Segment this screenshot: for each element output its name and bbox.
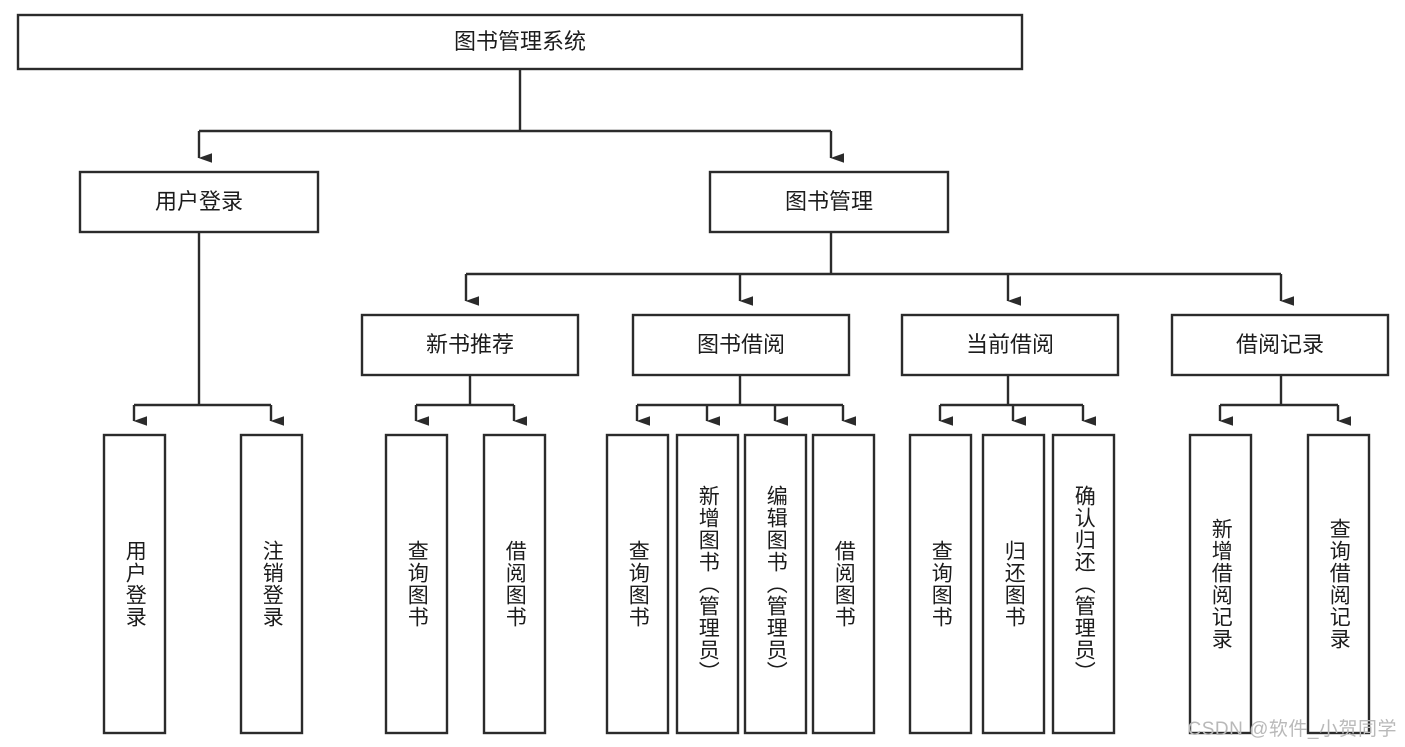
leaf-box-confirm-return-admin[interactable] (1051, 433, 1116, 735)
leaf-box-query-book-rec[interactable] (384, 433, 449, 735)
edges-newbook-to-leaves (414, 375, 527, 426)
leaf-box-query-book-borrow[interactable] (605, 433, 670, 735)
node-current-borrow-label: 当前借阅 (966, 332, 1054, 357)
node-current-borrow-box[interactable] (900, 313, 1120, 377)
node-borrow-record-label: 借阅记录 (1236, 332, 1324, 357)
node-borrow-record[interactable]: 借阅记录 (1170, 313, 1390, 377)
node-book-management-label: 图书管理 (785, 189, 873, 214)
node-root-box[interactable] (16, 13, 1024, 71)
leaf-boxes (102, 433, 1371, 735)
csdn-watermark: CSDN @软件_小贺同学 (1187, 719, 1397, 740)
node-root-system[interactable]: 图书管理系统 (16, 13, 1024, 71)
edges-borrowrecord-to-leaves (1218, 375, 1351, 426)
leaf-box-borrow-book-rec[interactable] (482, 433, 547, 735)
node-root-label: 图书管理系统 (454, 29, 586, 54)
node-new-book-recommend-box[interactable] (360, 313, 580, 377)
node-user-login[interactable]: 用户登录 (78, 170, 320, 234)
edges-root-to-level2 (197, 69, 844, 163)
leaf-box-borrow-book[interactable] (811, 433, 876, 735)
leaf-box-query-book-current[interactable] (908, 433, 973, 735)
edges-bookmgmt-to-level3 (464, 232, 1294, 306)
edges-userlogin-to-leaves (132, 232, 284, 426)
leaf-box-logout-login[interactable] (239, 433, 304, 735)
node-user-login-box[interactable] (78, 170, 320, 234)
leaf-box-query-borrow-record[interactable] (1306, 433, 1371, 735)
node-user-login-label: 用户登录 (155, 189, 243, 214)
leaf-box-user-login[interactable] (102, 433, 167, 735)
node-new-book-recommend-label: 新书推荐 (426, 332, 514, 357)
node-book-borrow[interactable]: 图书借阅 (631, 313, 851, 377)
leaf-box-add-book-admin[interactable] (675, 433, 740, 735)
node-book-management[interactable]: 图书管理 (708, 170, 950, 234)
leaf-box-add-borrow-record[interactable] (1188, 433, 1253, 735)
node-new-book-recommend[interactable]: 新书推荐 (360, 313, 580, 377)
edges-bookborrow-to-leaves (635, 375, 856, 426)
node-current-borrow[interactable]: 当前借阅 (900, 313, 1120, 377)
node-book-management-box[interactable] (708, 170, 950, 234)
node-book-borrow-box[interactable] (631, 313, 851, 377)
node-book-borrow-label: 图书借阅 (697, 332, 785, 357)
leaf-box-return-book[interactable] (981, 433, 1046, 735)
leaf-box-edit-book-admin[interactable] (743, 433, 808, 735)
edges-currentborrow-to-leaves (938, 375, 1096, 426)
node-borrow-record-box[interactable] (1170, 313, 1390, 377)
